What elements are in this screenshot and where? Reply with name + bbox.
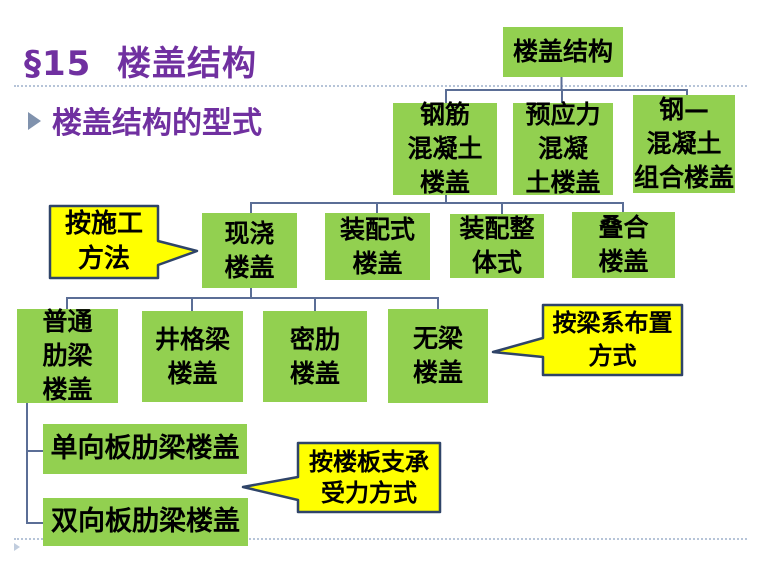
node-ordinary-ribbed-beam-floor: 普通 肋梁 楼盖	[17, 307, 118, 404]
connector-ribbed-to-level5	[26, 403, 43, 524]
slide-title: §15 楼盖结构	[24, 44, 257, 84]
slide-subtitle: 楼盖结构的型式	[52, 106, 262, 141]
footer-bullet-icon	[14, 543, 20, 551]
node-waffle-grid-beam-floor: 井格梁 楼盖	[142, 311, 243, 402]
subtitle-bullet-icon	[28, 112, 41, 130]
connector-reinforced-concrete-to-level3	[250, 195, 624, 214]
node-laminated-floor: 叠合 楼盖	[572, 212, 675, 278]
footer-divider	[14, 538, 747, 540]
node-precast-floor: 装配式 楼盖	[325, 213, 430, 280]
connector-root-to-level2	[445, 77, 688, 103]
callout-by-beam-layout-label: 按梁系布置 方式	[552, 309, 673, 370]
node-one-way-slab-ribbed-floor: 单向板肋梁楼盖	[43, 424, 247, 474]
node-two-way-slab-ribbed-floor: 双向板肋梁楼盖	[43, 498, 248, 546]
callout-by-construction-method-label: 按施工 方法	[64, 209, 143, 274]
callout-by-beam-layout-shape	[491, 303, 684, 377]
node-steel-concrete-composite-floor: 钢— 混凝土 组合楼盖	[633, 95, 735, 193]
node-floor-structure-root: 楼盖结构	[503, 27, 623, 77]
node-cast-in-place-floor: 现浇 楼盖	[202, 213, 297, 288]
title-divider	[14, 85, 747, 87]
connector-cast-in-place-to-level4	[66, 288, 439, 311]
callout-by-construction-method-shape	[48, 204, 199, 280]
node-dense-rib-floor: 密肋 楼盖	[263, 311, 367, 402]
node-reinforced-concrete-floor: 钢筋 混凝土 楼盖	[393, 100, 497, 197]
callout-by-slab-support-label: 按楼板支承 受力方式	[309, 447, 429, 507]
callout-by-slab-support-shape	[241, 441, 442, 514]
node-prestressed-concrete-floor: 预应力 混凝 土楼盖	[513, 100, 613, 197]
node-beamless-flat-slab-floor: 无梁 楼盖	[388, 309, 488, 403]
node-precast-monolithic-floor: 装配整 体式	[450, 214, 544, 278]
